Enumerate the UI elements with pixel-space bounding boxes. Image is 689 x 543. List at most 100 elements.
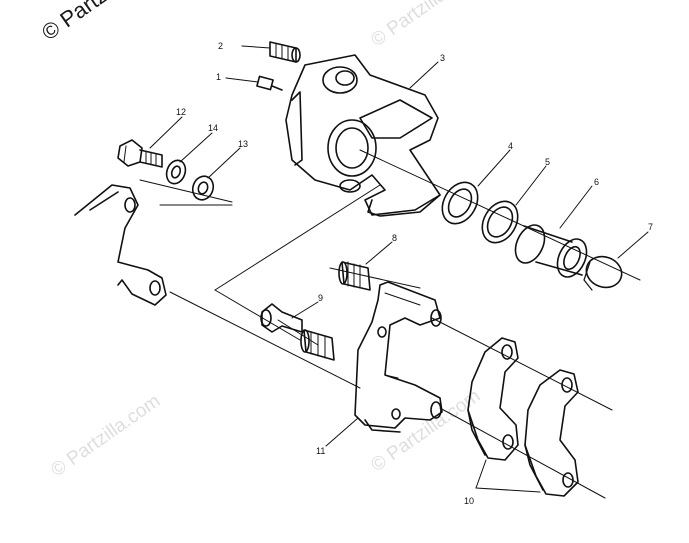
bracket-edge — [364, 419, 401, 433]
callout-label: 3 — [440, 53, 445, 63]
caliper-mount-hole — [339, 179, 361, 193]
lock-washer — [165, 159, 187, 185]
leader-10b — [475, 487, 541, 493]
bleeder-screw — [256, 75, 283, 91]
slide-pin-boot-upper — [338, 261, 371, 291]
leader-8 — [365, 241, 393, 265]
axis-line — [214, 184, 381, 291]
bracket-pin-top — [430, 309, 442, 327]
fork-hole — [124, 197, 136, 213]
washer-inner — [197, 181, 209, 195]
boot-end — [300, 329, 310, 353]
piston-seal — [441, 181, 479, 225]
boot-body — [341, 261, 371, 291]
caliper-body — [285, 54, 441, 217]
plug-end — [291, 47, 301, 63]
fork-outline — [74, 184, 167, 306]
leader-14 — [179, 132, 213, 163]
leader-4 — [477, 149, 511, 187]
bracket-pin-bottom — [430, 401, 442, 419]
washer-outer — [191, 175, 215, 201]
pad-outline — [467, 337, 519, 461]
bleeder-hex — [256, 75, 274, 91]
brake-pad-inner — [467, 337, 519, 461]
leader-1 — [225, 77, 259, 83]
axis-line — [169, 291, 361, 389]
pad-hole — [501, 344, 513, 360]
caliper-side — [291, 91, 303, 166]
piston-bore — [327, 119, 377, 177]
piston-front — [514, 224, 546, 264]
washer-inner — [170, 165, 182, 179]
pad-friction-edge — [524, 444, 544, 491]
callout-label: 12 — [176, 107, 186, 117]
leader-9 — [291, 301, 319, 319]
cap-edge — [583, 261, 593, 291]
callout-label: 2 — [218, 41, 223, 51]
axis-line — [439, 407, 606, 499]
callout-label: 10 — [464, 496, 474, 506]
bracket-detail — [384, 292, 421, 379]
bracket-outline — [354, 281, 443, 429]
piston-back — [556, 238, 588, 278]
axis-line — [139, 179, 233, 203]
callout-label: 8 — [392, 233, 397, 243]
callout-label: 4 — [508, 141, 513, 151]
pad-hole — [562, 472, 574, 488]
piston — [514, 224, 588, 278]
dust-seal — [481, 200, 519, 244]
seal-outer — [441, 181, 479, 225]
fork-hole — [149, 280, 161, 296]
callout-leaders — [149, 45, 649, 493]
pad-hole — [502, 434, 514, 450]
bolt-head-facet — [123, 145, 127, 163]
callout-label: 9 — [318, 293, 323, 303]
slide-pin — [260, 303, 303, 333]
callout-label: 5 — [545, 157, 550, 167]
piston-cap — [583, 255, 623, 291]
leader-2 — [241, 45, 271, 49]
leader-10a — [475, 459, 487, 489]
caliper-foot — [367, 194, 441, 217]
axis-line — [431, 317, 613, 411]
callout-label: 13 — [238, 139, 248, 149]
caliper-bore-upper — [322, 66, 358, 94]
axis-line — [359, 149, 641, 281]
boot-end — [338, 261, 348, 285]
pin-tip — [260, 309, 272, 327]
callout-label: 7 — [648, 222, 653, 232]
piston-cup — [563, 245, 581, 271]
fork-edge — [89, 191, 119, 211]
seal-inner — [447, 188, 473, 218]
caliper-plug — [269, 41, 301, 63]
slide-pin-boot-lower — [300, 329, 335, 361]
callout-labels: 2 1 3 4 5 6 7 8 9 10 11 12 14 13 — [176, 41, 653, 506]
callout-label: 11 — [316, 446, 325, 456]
bracket-hole — [377, 326, 387, 338]
piston-sides — [523, 225, 583, 276]
pad-friction-edge — [467, 409, 486, 456]
callout-label: 1 — [216, 72, 221, 82]
pad-hole — [561, 377, 573, 393]
leader-13 — [207, 147, 241, 179]
caliper-bridge — [359, 99, 433, 139]
caliper-outline — [285, 54, 441, 216]
leader-3 — [409, 61, 439, 89]
leader-11 — [325, 417, 359, 447]
bolt-head — [117, 139, 143, 167]
caliper-bracket — [354, 281, 443, 433]
fork-mount — [74, 184, 167, 306]
mounting-bolt — [117, 139, 163, 168]
leader-6 — [559, 185, 593, 229]
leader-12 — [149, 116, 183, 149]
cap-face — [585, 255, 623, 289]
piston-bore-inner — [335, 127, 369, 169]
bleeder-tip — [271, 85, 283, 91]
washer-outer — [165, 159, 187, 185]
leader-7 — [617, 231, 649, 259]
axis-line — [329, 267, 421, 289]
callout-label: 14 — [208, 123, 218, 133]
pin-body — [261, 303, 303, 333]
caliper-bore-inner — [335, 70, 355, 86]
